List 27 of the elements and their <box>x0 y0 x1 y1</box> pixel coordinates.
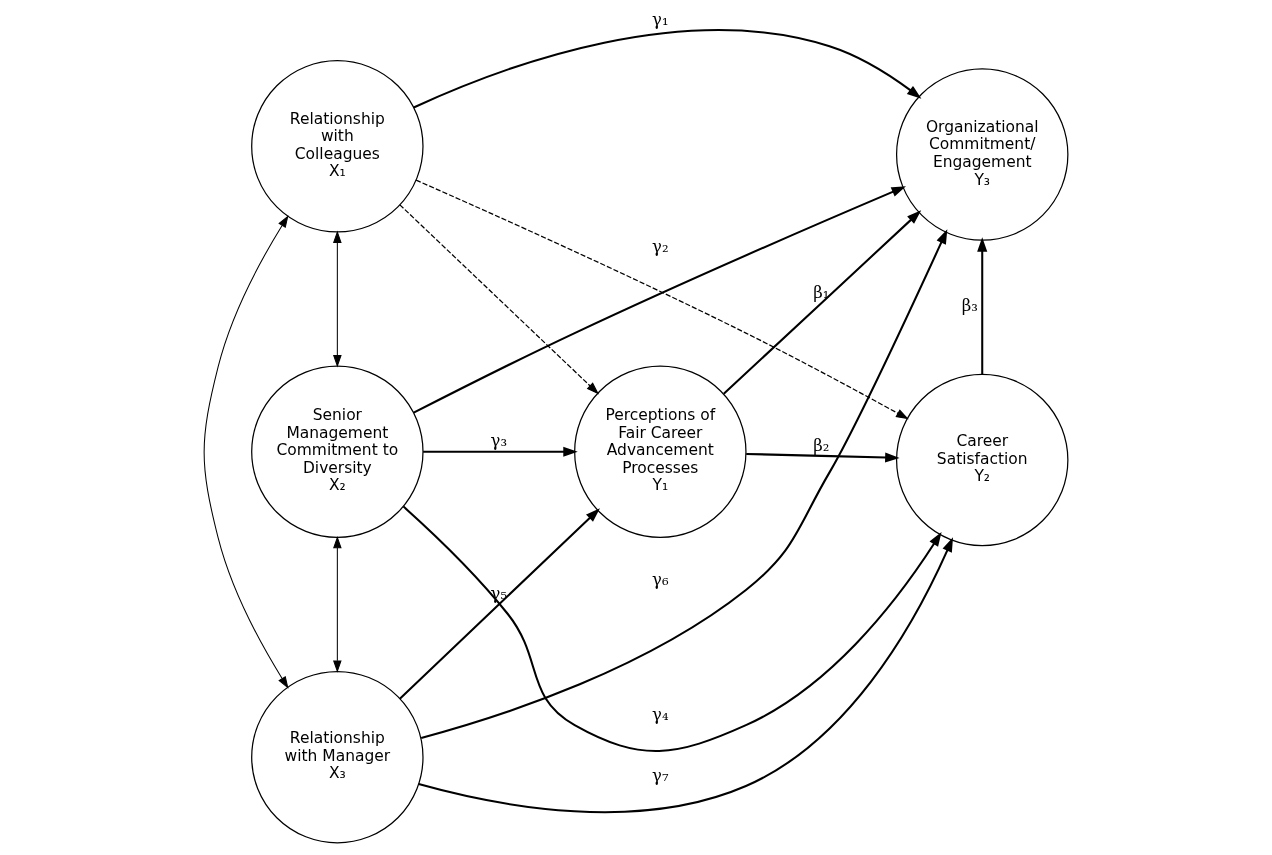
arrow <box>203 215 289 689</box>
edge-label: β₁ <box>813 282 830 302</box>
edge-label: β₂ <box>813 435 830 455</box>
arrow <box>746 452 900 463</box>
node-circle: Organizational Commitment/ Engagement Y₃ <box>895 68 1069 241</box>
arrow <box>420 229 948 739</box>
arrow <box>418 537 953 814</box>
edge-label: γ₁ <box>652 10 669 30</box>
node-circle: Relationship with Colleagues X₁ <box>251 60 424 233</box>
node-circle: Perceptions of Fair Career Advancement Processes Y₁ <box>574 365 747 538</box>
edge-label: γ₇ <box>652 765 669 785</box>
node-circle: Relationship with Manager X₃ <box>251 670 424 844</box>
edge-label: γ₄ <box>652 704 669 724</box>
edge-label: γ₃ <box>490 431 508 451</box>
arrow <box>423 446 578 457</box>
arrow <box>413 29 922 109</box>
arrow <box>723 210 922 395</box>
edge-label: γ₂ <box>652 237 669 257</box>
arrow <box>402 505 942 752</box>
edge-label: β₃ <box>961 296 978 316</box>
arrow <box>399 508 600 700</box>
node-circle: Senior Management Commitment to Diversity X₂ <box>251 365 424 538</box>
arrow <box>977 237 988 375</box>
arrow <box>333 230 342 368</box>
arrow <box>333 535 342 673</box>
arrow <box>399 204 600 395</box>
edge-label: γ₆ <box>652 569 669 589</box>
